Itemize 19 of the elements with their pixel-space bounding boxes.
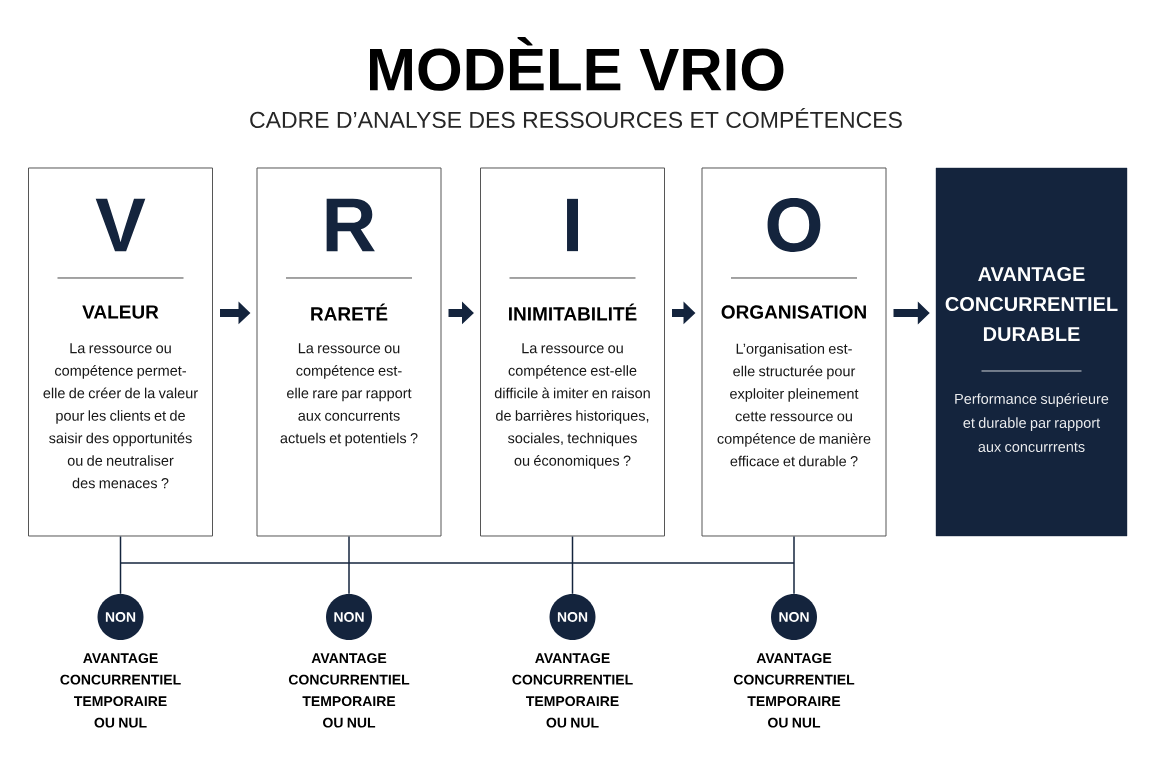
no-badge: NON [97,594,144,640]
no-badge: NON [549,594,596,640]
title: MODÈLE VRIO [370,37,784,91]
outcome-label: AVANTAGE CONCURRENTIEL TEMPORAIRE OU NUL [512,653,633,728]
outcome-label: AVANTAGE CONCURRENTIEL TEMPORAIRE OU NUL [288,653,410,728]
connector-line [571,535,574,595]
no-badge: NON [771,594,817,640]
connector-line [119,535,122,595]
outcome-label: AVANTAGE CONCURRENTIEL TEMPORAIRE OU NUL [60,653,181,728]
subtitle: CADRE D’ANALYSE DES RESSOURCES ET COMPÉTENCES [250,107,902,129]
connector-line [793,535,795,595]
outcome-label: AVANTAGE CONCURRENTIEL TEMPORAIRE OU NUL [733,653,855,728]
criterion-card: V VALEUR La ressource ou compétence permet-elle de créer de la valeur pour les clients et de saisir des opportunités ou de neutraliser des menaces ? [28,167,213,537]
connector-line [348,535,350,595]
no-badge: NON [326,594,372,640]
criterion-card: O ORGANISATION L’organisation est-elle structurée pour exploiter pleinement cette ressource ou compétence de manière efficace et durable ? [701,167,887,537]
criterion-card: R RARETÉ La ressource ou compétence est-elle rare par rapport aux concurrents actuels et potentiels ? [256,167,442,537]
criterion-card: I INIMITABILITÉ La ressource ou compétence est-elle difficile à imiter en raison de barrières historiques, sociales, techniques ou économiques ? [480,167,665,537]
result-card: AVANTAGE CONCURRENTIEL DURABLE Performance supérieure et durable par rapport aux concurrrents [935,167,1128,537]
